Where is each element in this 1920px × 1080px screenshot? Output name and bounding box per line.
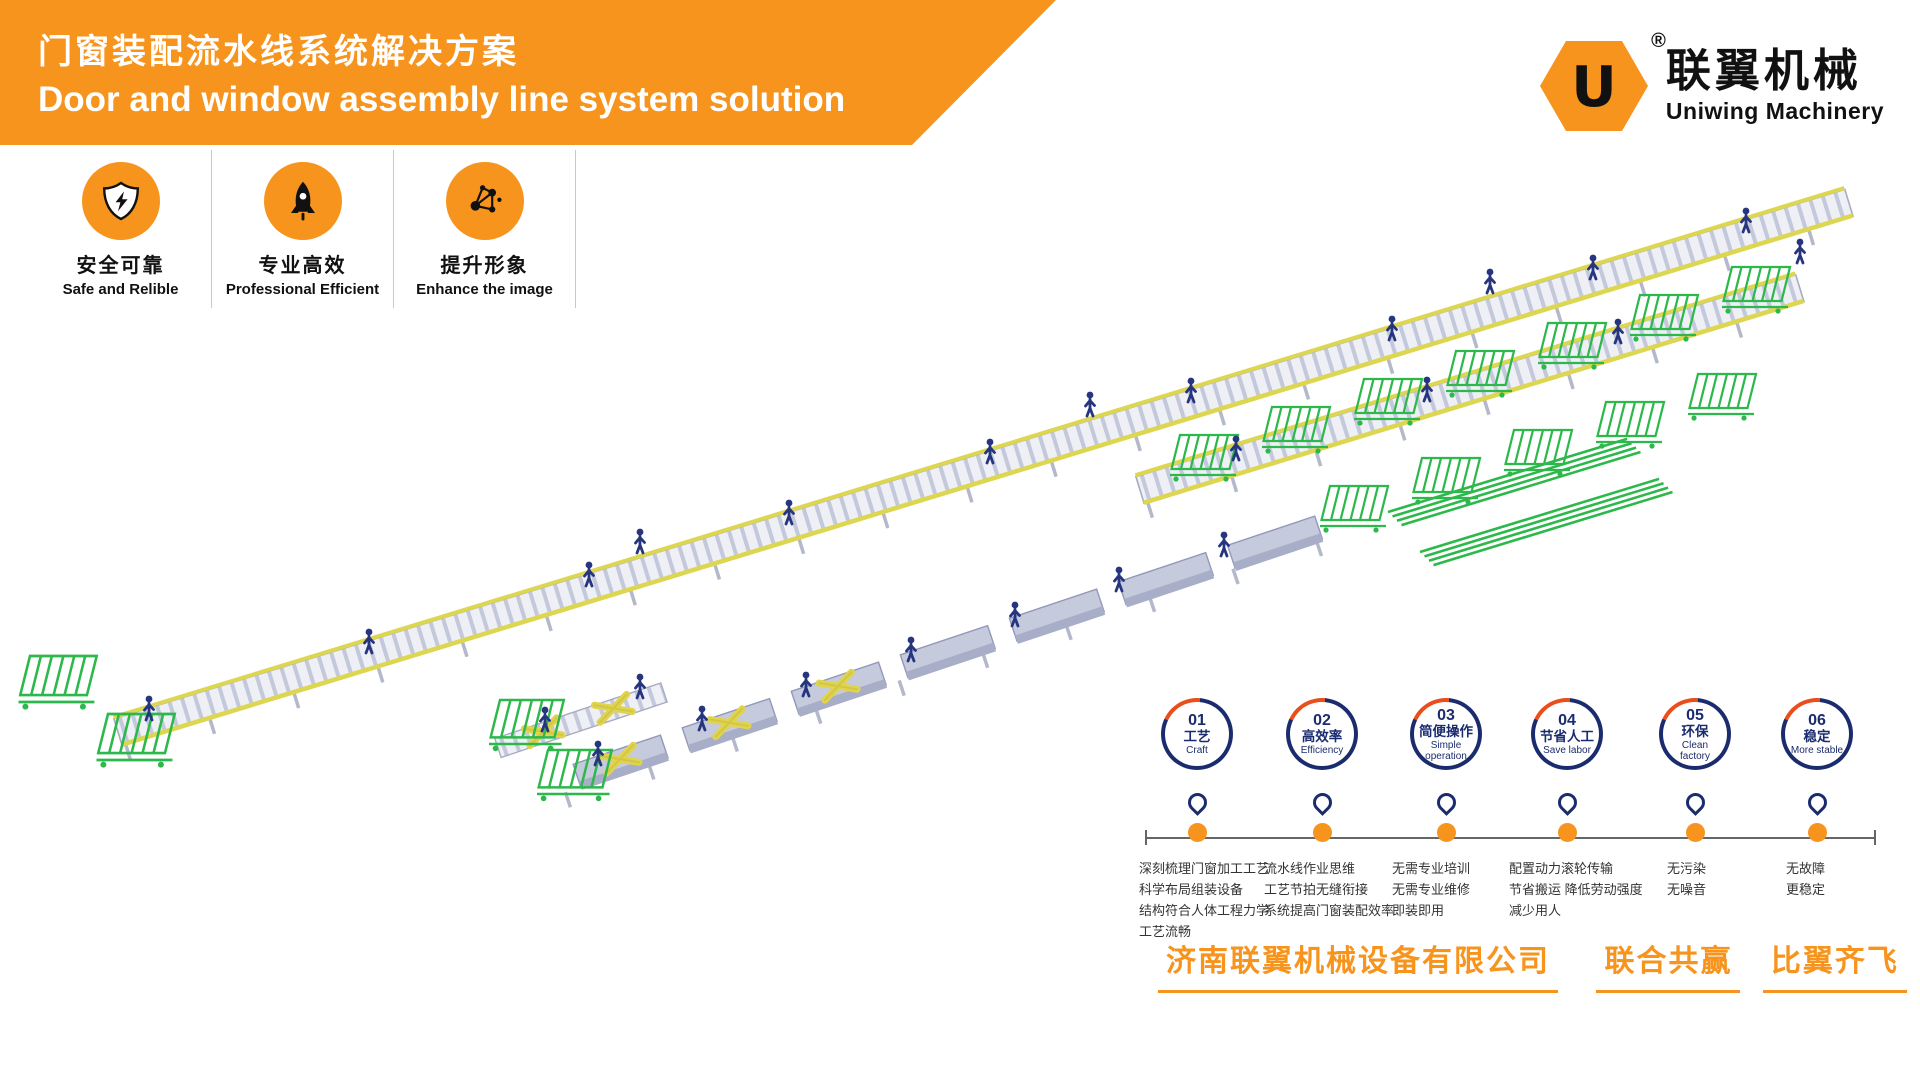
feature-badges: 安全可靠 Safe and Relible 专业高效 Professional … (30, 150, 576, 308)
timeline-circle: 03 简便操作 Simple operation (1410, 698, 1482, 770)
conveyor-main (112, 186, 1858, 761)
timeline-desc-line: 节省搬运 降低劳动强度 (1509, 882, 1643, 897)
timeline-circle: 06 稳定 More stable (1781, 698, 1853, 770)
page-title-zh: 门窗装配流水线系统解决方案 (38, 33, 519, 71)
pin-icon (1432, 788, 1460, 816)
timeline-item-more-stable: 06 稳定 More stable (1752, 698, 1882, 842)
timeline-desc-line: 配置动力滚轮传输 (1509, 861, 1614, 876)
rocket-icon (263, 162, 342, 240)
timeline-desc-simple-operation: 无需专业培训 无需专业维修 即装即用 (1392, 858, 1470, 921)
company-name: 济南联翼机械设备有限公司 (1158, 936, 1558, 993)
timeline-desc-line: 系统提高门窗装配效率 (1264, 903, 1395, 918)
timeline-desc-save-labor: 配置动力滚轮传输 节省搬运 降低劳动强度 减少用人 (1509, 858, 1643, 921)
timeline-axis (1145, 837, 1876, 839)
timeline-tick-end (1874, 830, 1876, 845)
pin-icon (1803, 788, 1831, 816)
header-banner: 门窗装配流水线系统解决方案 Door and window assembly l… (0, 0, 1056, 145)
network-icon (445, 162, 524, 240)
feature-label-en: Professional Efficient (225, 281, 380, 298)
timeline-desc-craft: 深刻梳理门窗加工工艺 科学布局组装设备 结构符合人体工程力学 工艺流畅 (1139, 858, 1269, 942)
svg-text:U: U (1571, 55, 1616, 120)
feature-label-en: Safe and Relible (62, 281, 179, 298)
page-title-en: Door and window assembly line system sol… (38, 80, 846, 119)
brand-logo: U ® 联翼机械 Uniwing Machinery (1538, 30, 1884, 134)
slogan-unite-win: 联合共赢 (1596, 936, 1741, 993)
timeline-desc-line: 无需专业培训 (1392, 861, 1471, 876)
timeline-item-simple-operation: 03 简便操作 Simple operation (1381, 698, 1511, 842)
timeline-dot (1436, 823, 1456, 842)
feature-label-zh: 提升形象 (440, 255, 529, 277)
feature-professional: 专业高效 Professional Efficient (212, 150, 394, 308)
timeline-dot (1685, 823, 1705, 842)
timeline-tick-start (1145, 830, 1147, 845)
timeline-desc-efficiency: 流水线作业思维 工艺节拍无缝衔接 系统提高门窗装配效率 (1264, 858, 1394, 921)
timeline-desc-line: 工艺节拍无缝衔接 (1264, 882, 1369, 897)
timeline-desc-line: 减少用人 (1509, 903, 1562, 918)
timeline-desc-line: 无需专业维修 (1392, 882, 1471, 897)
timeline-desc-line: 无故障 (1786, 861, 1826, 876)
conveyor-secondary (1134, 271, 1809, 519)
timeline-circle: 05 环保 Clean factory (1659, 698, 1731, 770)
registered-mark: ® (1651, 30, 1666, 52)
timeline-circle: 02 高效率 Efficiency (1286, 698, 1358, 770)
timeline-dot (1807, 823, 1827, 842)
pin-icon (1183, 788, 1211, 816)
timeline-desc-line: 深刻梳理门窗加工工艺 (1139, 861, 1270, 876)
assembly-table-line (561, 515, 1336, 809)
timeline-item-clean-factory: 05 环保 Clean factory (1630, 698, 1760, 842)
slogan-fly-together: 比翼齐飞 (1762, 936, 1907, 993)
feature-label-zh: 专业高效 (258, 255, 347, 277)
timeline-item-save-labor: 04 节省人工 Save labor (1502, 698, 1632, 842)
pin-icon (1681, 788, 1709, 816)
footer-slogans: 济南联翼机械设备有限公司 联合共赢 比翼齐飞 (1158, 936, 1907, 993)
timeline-dot (1312, 823, 1332, 842)
pin-icon (1553, 788, 1581, 816)
feature-safe: 安全可靠 Safe and Relible (30, 150, 212, 308)
hexagon-logo-icon: U ® (1538, 30, 1666, 134)
feature-image: 提升形象 Enhance the image (394, 150, 576, 308)
timeline-desc-more-stable: 无故障 更稳定 (1786, 858, 1825, 900)
timeline-dot (1187, 823, 1207, 842)
feature-label-zh: 安全可靠 (76, 255, 165, 277)
shield-icon (81, 162, 160, 240)
timeline-desc-line: 流水线作业思维 (1264, 861, 1356, 876)
timeline-desc-line: 科学布局组装设备 (1139, 882, 1244, 897)
brand-name-en: Uniwing Machinery (1665, 98, 1884, 124)
timeline-desc-line: 无噪音 (1667, 882, 1707, 897)
timeline-desc-line: 即装即用 (1392, 903, 1445, 918)
timeline-item-efficiency: 02 高效率 Efficiency (1257, 698, 1387, 842)
timeline-desc-line: 无污染 (1667, 861, 1707, 876)
timeline-desc-clean-factory: 无污染 无噪音 (1667, 858, 1706, 900)
timeline-desc-line: 更稳定 (1786, 882, 1826, 897)
brand-name: 联翼机械 Uniwing Machinery (1666, 47, 1884, 125)
timeline-desc-line: 工艺流畅 (1139, 924, 1192, 939)
timeline-circle: 04 节省人工 Save labor (1531, 698, 1603, 770)
pin-icon (1308, 788, 1336, 816)
assembly-line-illustration (17, 186, 1858, 809)
feature-label-en: Enhance the image (416, 281, 553, 298)
timeline-desc-line: 结构符合人体工程力学 (1139, 903, 1270, 918)
timeline-item-craft: 01 工艺 Craft (1132, 698, 1262, 842)
brand-name-zh: 联翼机械 (1665, 45, 1862, 96)
timeline-circle: 01 工艺 Craft (1161, 698, 1233, 770)
timeline-dot (1557, 823, 1577, 842)
